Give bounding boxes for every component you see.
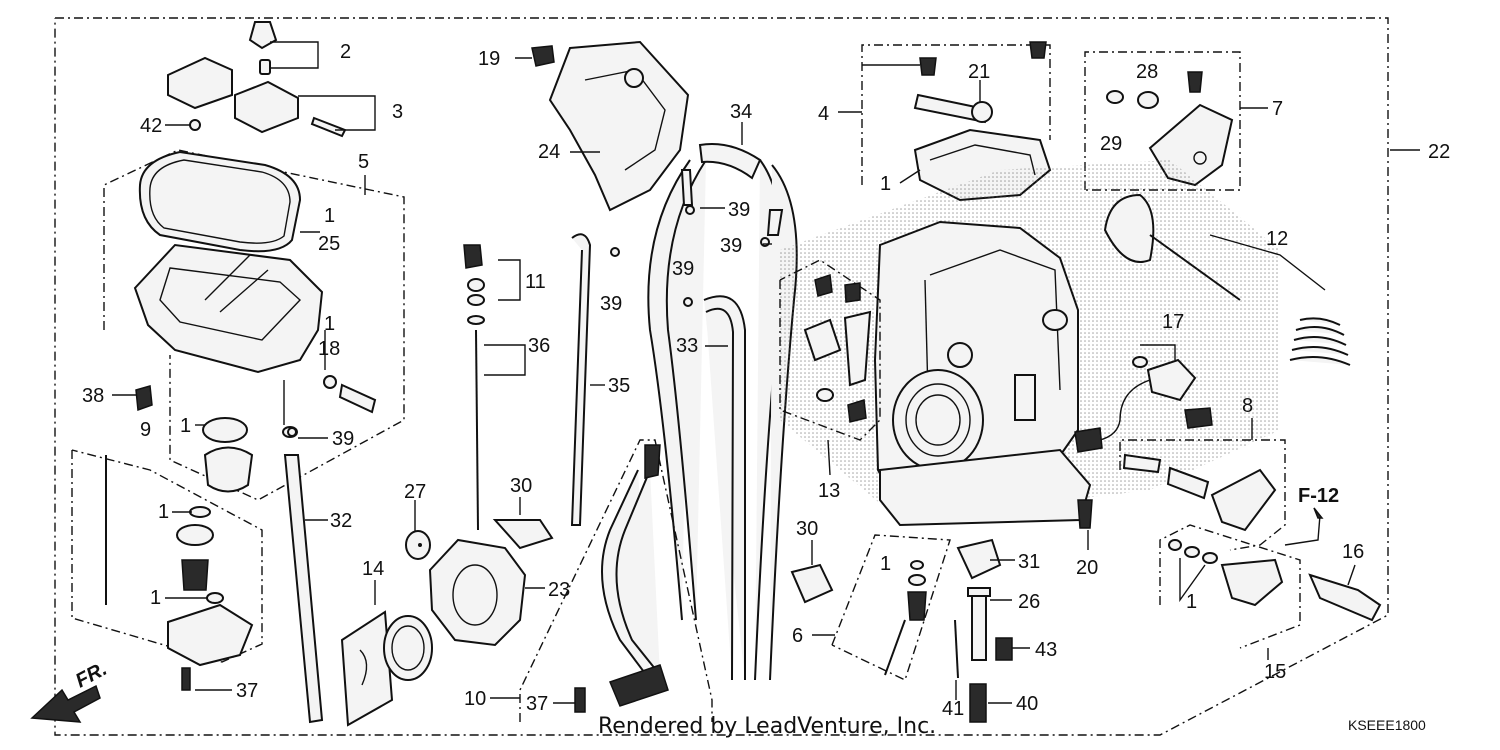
callout: 13 — [818, 480, 840, 502]
callout: 36 — [528, 335, 550, 357]
needle-jet-group — [831, 534, 951, 681]
callout: 12 — [1266, 228, 1288, 250]
callout: 18 — [318, 338, 340, 360]
vent-clips — [287, 205, 770, 437]
carburetor-body — [780, 160, 1280, 527]
callout: 1 — [880, 553, 891, 575]
callout: 1 — [880, 173, 891, 195]
callout: 3 — [392, 101, 403, 123]
jet-needle-group — [463, 244, 485, 531]
callout: 6 — [792, 625, 803, 647]
callout: 33 — [676, 335, 698, 357]
reference-label: F-12 — [1298, 485, 1339, 507]
callout: 1 — [150, 587, 161, 609]
vent-hoses — [570, 143, 798, 681]
callout: 30 — [510, 475, 532, 497]
callout: 39 — [332, 428, 354, 450]
callout: 39 — [728, 199, 750, 221]
top-cover-group — [531, 40, 690, 212]
callout: 1 — [180, 415, 191, 437]
drain-plug-group — [1159, 524, 1382, 649]
callout: 14 — [362, 558, 384, 580]
callout: 2 — [340, 41, 351, 63]
callout: 24 — [538, 141, 560, 163]
callout: 11 — [525, 271, 546, 293]
assembly-boundary — [54, 17, 1389, 736]
callout: 20 — [1076, 557, 1098, 579]
accelerator-pump-group — [71, 449, 263, 691]
callout: 37 — [526, 693, 548, 715]
callout: 15 — [1264, 661, 1286, 683]
callout: 21 — [968, 61, 990, 83]
callout: 39 — [720, 235, 742, 257]
callout: 31 — [1018, 551, 1040, 573]
callout: 40 — [1016, 693, 1038, 715]
leader-lines — [112, 41, 1420, 704]
callout: 5 — [358, 151, 369, 173]
throttle-valve-group — [1103, 193, 1351, 366]
callout: 29 — [1100, 133, 1122, 155]
callout: 41 — [942, 698, 964, 720]
throttle-cable-group — [519, 439, 713, 722]
callout: 1 — [324, 205, 335, 227]
callout: 22 — [1428, 141, 1450, 163]
callout: 34 — [730, 101, 752, 123]
callout: 42 — [140, 115, 162, 137]
throttle-sensor-group — [1074, 356, 1213, 453]
diagram-code: KSEEE1800 — [1348, 717, 1426, 733]
callout: 39 — [600, 293, 622, 315]
callout-numbers: 2 3 42 5 1 25 1 18 38 1 39 9 1 1 37 32 2… — [82, 41, 1450, 720]
jet-parts — [418, 499, 1093, 723]
callout: 8 — [1242, 395, 1253, 417]
callout: 19 — [478, 48, 500, 70]
callout: 23 — [548, 579, 570, 601]
callout: 37 — [236, 680, 258, 702]
callout: 1 — [324, 313, 335, 335]
front-label: FR. — [72, 658, 111, 693]
callout: 7 — [1272, 98, 1283, 120]
callout: 35 — [608, 375, 630, 397]
credit-watermark: Rendered by LeadVenture, Inc. — [598, 714, 936, 739]
drain-tube — [283, 454, 324, 724]
callout: 39 — [672, 258, 694, 280]
callout: 43 — [1035, 639, 1057, 661]
callout: 25 — [318, 233, 340, 255]
callout: 38 — [82, 385, 104, 407]
callout: 27 — [404, 481, 426, 503]
float-chamber-group — [103, 21, 405, 501]
insulator-group — [340, 519, 554, 727]
callout: 10 — [464, 688, 486, 710]
throttle-linkage-group — [779, 259, 881, 441]
callout: 1 — [1186, 591, 1197, 613]
callout: 32 — [330, 510, 352, 532]
callout: 17 — [1162, 311, 1184, 333]
front-direction-indicator: FR. — [30, 658, 111, 723]
callout: 16 — [1342, 541, 1364, 563]
callout: 1 — [158, 501, 169, 523]
callout: 30 — [796, 518, 818, 540]
callout: 4 — [818, 103, 829, 125]
callout: 28 — [1136, 61, 1158, 83]
callout: 9 — [140, 419, 151, 441]
callout: 26 — [1018, 591, 1040, 613]
